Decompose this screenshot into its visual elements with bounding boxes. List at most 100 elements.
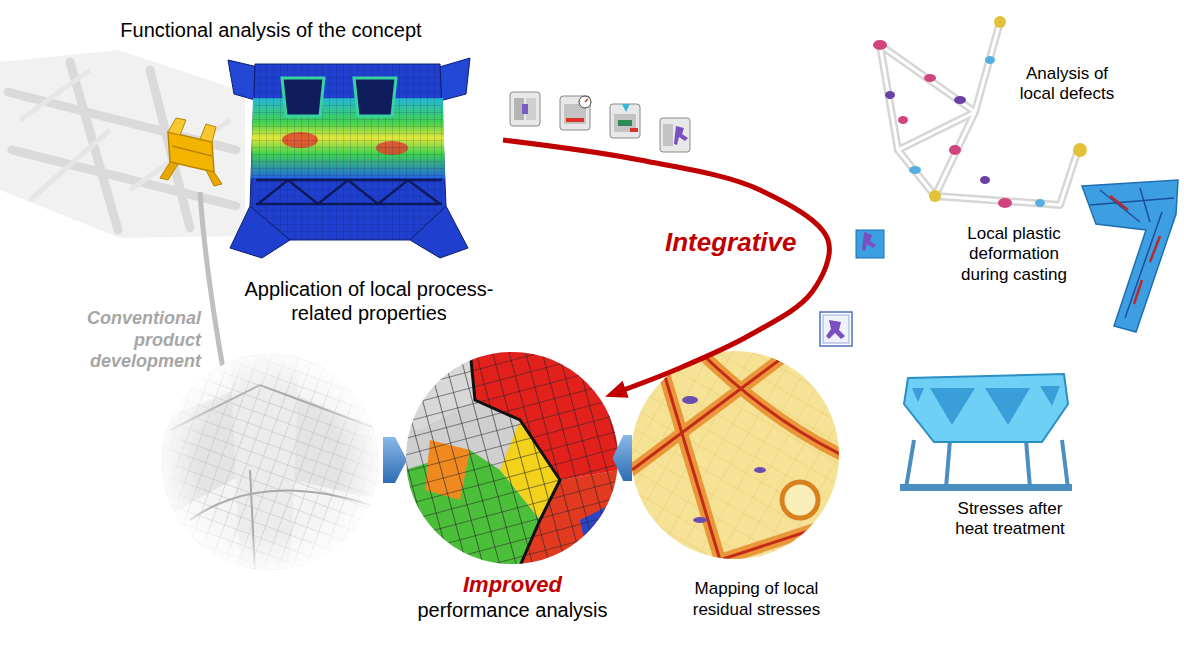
defects-illustration — [885, 91, 895, 99]
residual-stress-view — [660, 360, 720, 560]
conventional-mesh-view — [160, 352, 380, 572]
node-caption: Stresses after heat treatment — [949, 499, 1071, 540]
process-icon — [660, 118, 690, 152]
residual-stress-view — [630, 350, 842, 562]
residual-stress-view — [720, 520, 842, 560]
plastic-deformation-image — [1090, 198, 1174, 205]
plastic-deformation-image — [1125, 212, 1162, 318]
process-icon — [510, 92, 540, 126]
fe-model-image — [256, 179, 442, 182]
concept-cad-image — [0, 50, 245, 238]
plastic-deformation-image — [1090, 188, 1174, 318]
node-caption: Analysis of local defects — [1013, 64, 1121, 105]
annotation-label: Conventional product development — [75, 308, 201, 373]
heat-treatment-image — [906, 440, 914, 488]
process-icon — [674, 126, 688, 145]
plastic-deformation-image — [1110, 196, 1128, 210]
captioned-image-node: Improvedperformance analysis — [412, 352, 612, 624]
process-icon — [630, 128, 638, 132]
defects-illustration — [954, 96, 966, 104]
furnace-icon — [823, 315, 849, 343]
block-arrow — [613, 435, 632, 481]
heat-treatment-image — [930, 388, 975, 425]
process-icon — [566, 118, 584, 122]
defects-illustration — [898, 116, 908, 124]
process-icon — [585, 99, 588, 102]
plastic-deformation-image — [1134, 280, 1142, 304]
defects-illustration — [994, 16, 1006, 28]
node-caption: Functional analysis of the concept — [120, 18, 421, 42]
plastic-deformation-image — [1082, 180, 1178, 332]
conventional-mesh-view — [160, 352, 380, 572]
concept-cad-image — [0, 50, 245, 238]
defects-illustration — [935, 112, 1078, 205]
heat-treatment-image — [985, 388, 1030, 425]
defects-illustration — [985, 56, 995, 64]
improved-analysis-view — [470, 350, 560, 566]
conventional-mesh-view — [162, 354, 378, 570]
captioned-image-node: Application of local process-related pro… — [235, 55, 503, 327]
heat-treatment-image — [1062, 440, 1068, 488]
defects-illustration — [929, 190, 941, 202]
fe-model-image — [258, 180, 440, 204]
node-caption: Local plastic deformation during casting — [958, 224, 1070, 285]
captioned-image-node: Stresses after heat treatment — [944, 497, 1076, 542]
concept-cad-image — [20, 70, 90, 120]
concept-cad-image — [20, 70, 230, 200]
fe-model-image — [282, 78, 324, 116]
heat-treatment-image — [946, 440, 950, 488]
residual-stress-view — [630, 350, 842, 562]
concept-cad-image — [30, 130, 110, 200]
quench-icon — [856, 230, 884, 258]
plastic-deformation-image — [1100, 190, 1140, 222]
captioned-image-node: Functional analysis of the concept — [115, 16, 426, 46]
residual-stress-view — [754, 467, 766, 473]
process-icon — [610, 104, 640, 138]
heat-treatment-image — [906, 440, 1068, 488]
improved-analysis-view — [404, 350, 620, 566]
defects-illustration — [1035, 199, 1045, 207]
residual-stress-view — [660, 360, 720, 560]
heat-treatment-image — [1040, 386, 1060, 406]
captioned-image-node: Local plastic deformation during casting — [953, 222, 1075, 288]
defects-illustration — [880, 45, 935, 196]
fe-model-image — [228, 55, 470, 258]
process-icon — [663, 124, 673, 146]
process-icon — [560, 96, 591, 130]
defects-illustration — [898, 112, 975, 150]
process-icon — [522, 104, 528, 114]
concept-cad-image — [206, 170, 222, 186]
conventional-mesh-view — [160, 352, 380, 572]
concept-cad-image — [168, 118, 186, 135]
defects-illustration — [880, 22, 1078, 205]
defects-illustration — [880, 22, 1000, 112]
residual-stress-view — [720, 520, 842, 560]
fe-model-image — [354, 78, 396, 116]
process-icon — [560, 96, 590, 130]
block-arrow — [383, 437, 407, 483]
plastic-deformation-image — [1140, 188, 1150, 222]
furnace-icon — [820, 312, 852, 346]
plastic-deformation-image — [1082, 180, 1178, 332]
defects-illustration — [909, 166, 921, 174]
fe-model-image — [240, 55, 460, 255]
integrative-arrow — [503, 140, 829, 394]
connector-label: Integrative — [662, 228, 800, 258]
plastic-deformation-image — [1150, 236, 1160, 262]
emphasis-caption: Improved — [463, 572, 562, 598]
captioned-image-node: Analysis of local defects — [1008, 62, 1126, 108]
node-caption: performance analysis — [417, 598, 607, 622]
fe-model-image — [256, 203, 442, 206]
node-caption: Mapping of local residual stresses — [690, 579, 824, 620]
process-icon — [660, 118, 690, 152]
fe-model-image — [256, 180, 442, 204]
process-icon — [579, 96, 591, 108]
defects-illustration — [949, 145, 961, 155]
defects-illustration — [873, 16, 1087, 208]
residual-stress-view — [630, 350, 842, 562]
quench-icon — [862, 232, 876, 251]
residual-stress-view — [682, 396, 698, 404]
